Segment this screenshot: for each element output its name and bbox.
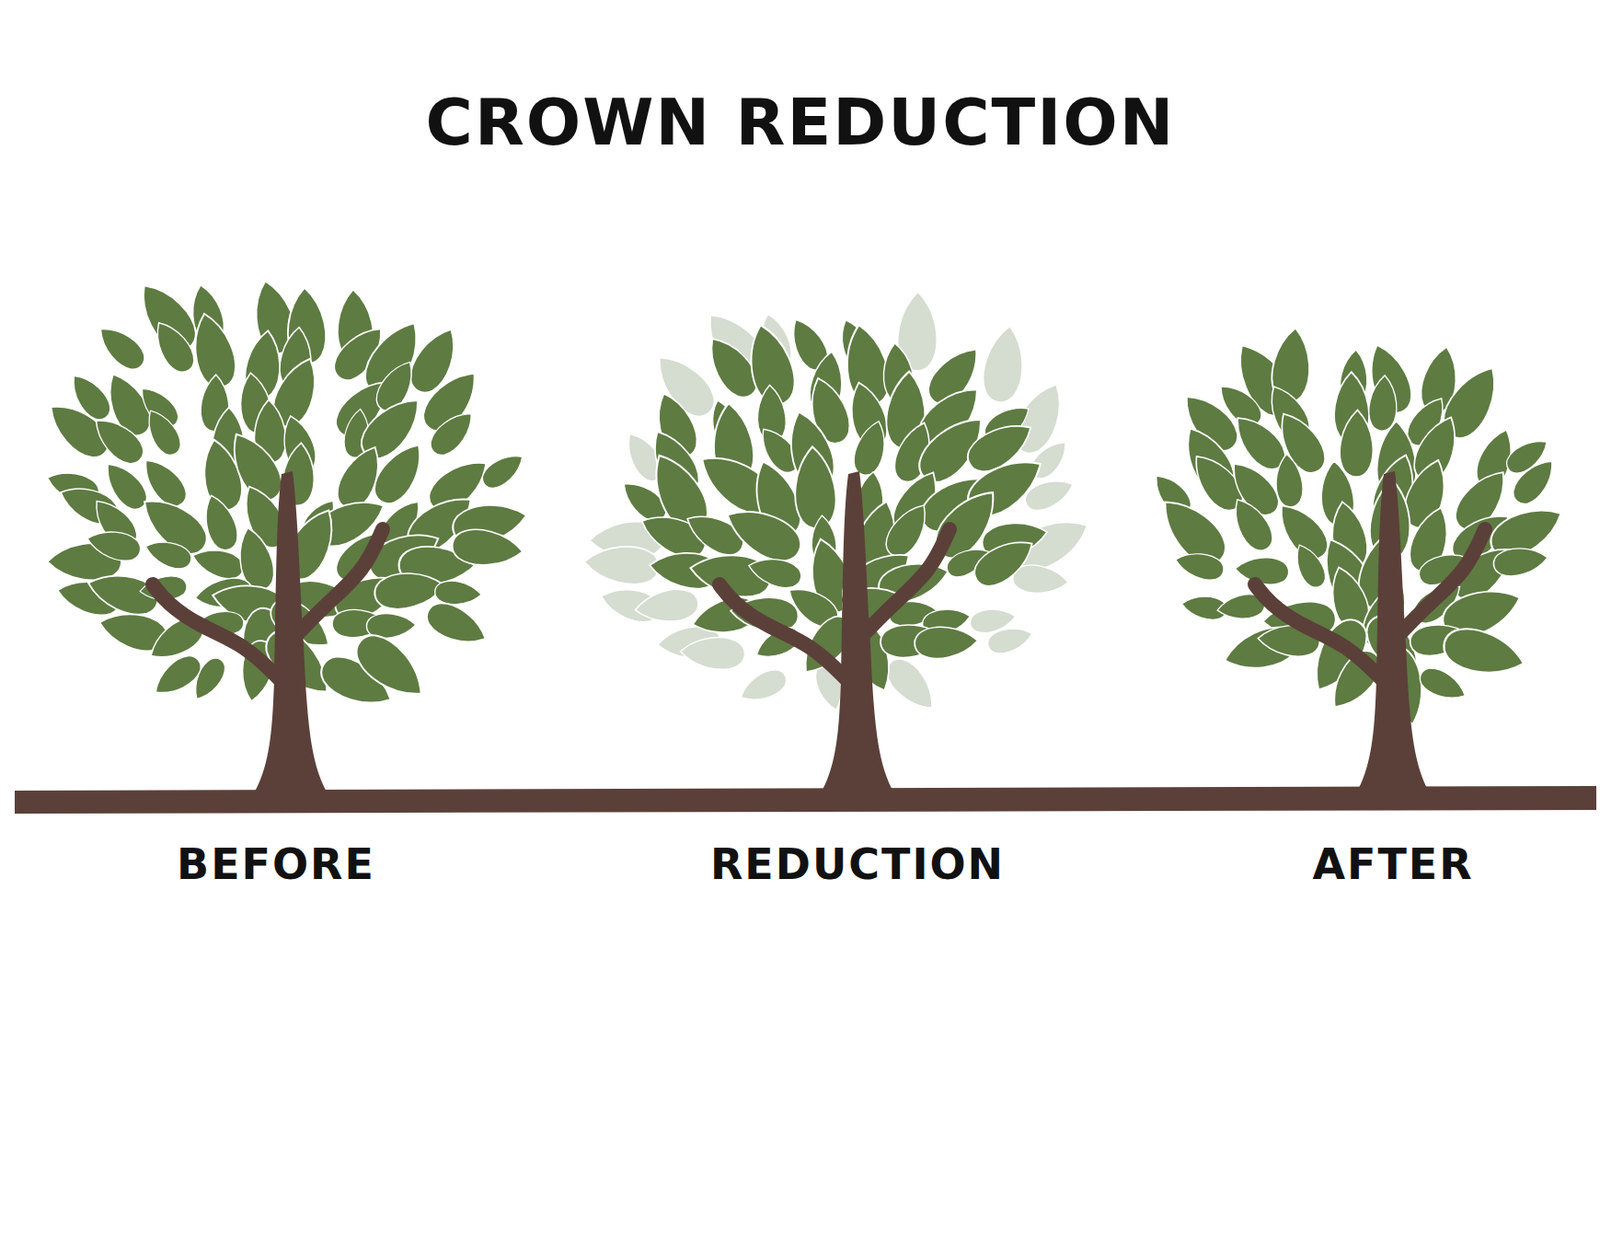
- ground-line: [14, 785, 1597, 814]
- tree-branch: [863, 529, 950, 635]
- leaf: [147, 315, 201, 379]
- leaf: [421, 596, 493, 653]
- leaf: [1289, 540, 1331, 592]
- leaf: [434, 579, 483, 606]
- leaf: [92, 319, 151, 376]
- stage-label: REDUCTION: [710, 839, 1005, 889]
- stage-label: AFTER: [1312, 839, 1474, 889]
- stage-label: BEFORE: [176, 839, 376, 889]
- tree: [39, 274, 530, 794]
- leaf: [913, 624, 979, 660]
- leaf: [83, 525, 143, 565]
- leaf: [424, 403, 481, 461]
- leaf: [1415, 663, 1471, 707]
- tree: [582, 291, 1096, 794]
- trees: [39, 274, 1570, 794]
- tree-branch: [719, 584, 849, 681]
- leaf: [735, 664, 791, 708]
- leaf: [477, 447, 530, 494]
- leaf: [745, 552, 805, 591]
- tree-branch: [296, 529, 383, 635]
- leaf: [1438, 622, 1529, 684]
- leaf: [347, 625, 435, 709]
- leaf: [189, 542, 247, 583]
- leaf: [197, 491, 242, 554]
- leaf: [985, 622, 1036, 657]
- leaf: [1491, 543, 1550, 578]
- leaf: [1339, 409, 1375, 478]
- tree-branch: [1254, 584, 1384, 681]
- leaf: [367, 435, 433, 510]
- leaf: [1273, 452, 1305, 508]
- leaf: [679, 635, 747, 671]
- leaf: [633, 586, 701, 625]
- leaf: [86, 409, 150, 471]
- leaf: [139, 404, 186, 461]
- diagram-title: CROWN REDUCTION: [425, 84, 1176, 161]
- tree-branch: [1398, 529, 1485, 635]
- leaf: [849, 416, 892, 479]
- tree: [1147, 325, 1570, 794]
- leaf: [186, 653, 231, 704]
- tree-branch: [152, 584, 282, 681]
- leaf: [141, 535, 195, 574]
- leaf: [967, 529, 1041, 594]
- leaf: [1172, 547, 1226, 584]
- leaf: [1507, 452, 1562, 510]
- leaf: [450, 527, 525, 570]
- leaf: [879, 496, 936, 563]
- leaf: [978, 322, 1029, 405]
- leaf: [1225, 492, 1279, 556]
- leaf: [792, 445, 839, 530]
- leaf: [1233, 555, 1290, 587]
